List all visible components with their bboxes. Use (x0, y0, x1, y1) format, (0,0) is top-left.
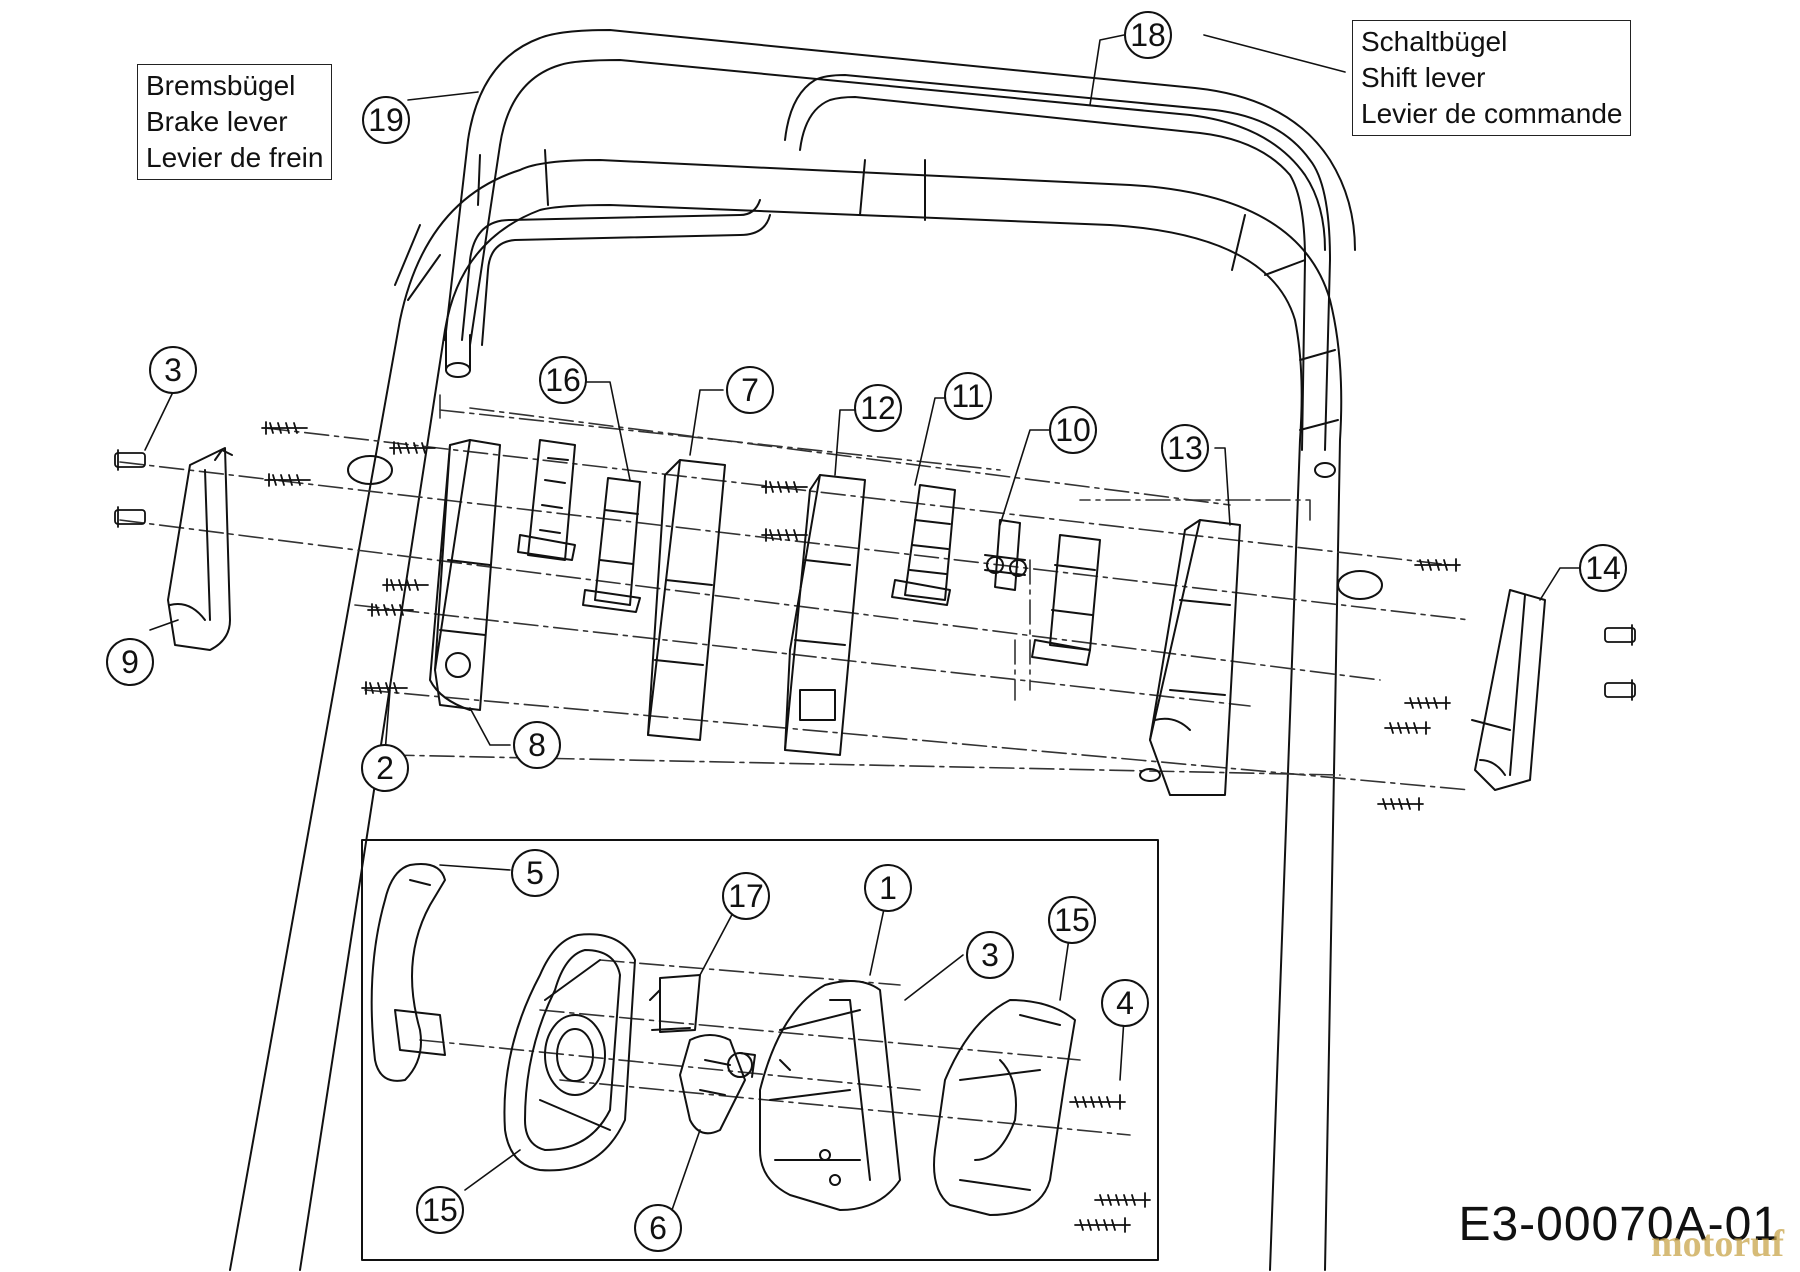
screw-4-b (1094, 1192, 1151, 1208)
callout-15-right: 15 (1054, 902, 1090, 938)
callout-14: 14 (1585, 550, 1621, 586)
brake-lever (444, 29, 1356, 378)
part-17-cable (649, 974, 701, 1033)
brake-legend-french: Levier de frein (146, 142, 324, 173)
pin-right-a (1604, 624, 1636, 646)
screw-2-mid-b (367, 603, 414, 617)
part-11-gear-slider (891, 484, 956, 606)
part-6-shift-mechanism (679, 1034, 756, 1135)
shift-legend-german: Schaltbügel (1361, 26, 1508, 57)
callout-6: 6 (649, 1210, 667, 1246)
pin-3-a (114, 449, 146, 471)
part-1-housing-main (759, 980, 901, 1211)
screw-2-upper-a (261, 421, 308, 435)
callout-7: 7 (741, 372, 759, 408)
screw-2-lower (361, 681, 408, 695)
part-16-block (582, 477, 641, 613)
shift-legend-french: Levier de commande (1361, 98, 1623, 129)
callout-12: 12 (860, 390, 896, 426)
part-7-cover (647, 459, 726, 741)
callout-16: 16 (545, 362, 581, 398)
callout-11: 11 (951, 378, 984, 414)
brake-legend-german: Bremsbügel (146, 70, 296, 101)
brake-lever-legend: Bremsbügel Brake lever Levier de frein (137, 64, 333, 180)
screws (114, 421, 1636, 1233)
part-5-shift-handle (370, 863, 446, 1082)
callout-18: 18 (1130, 17, 1166, 53)
assembly-lines (119, 394, 1471, 1136)
part-13-housing-right (1139, 519, 1241, 796)
screw-2-mid-a (382, 578, 429, 592)
callout-8: 8 (528, 727, 546, 763)
callout-numbers: 19 18 3 9 16 7 12 11 10 13 14 2 8 5 17 1… (121, 17, 1621, 1246)
part-10-gear (984, 519, 1027, 591)
pin-3-b (114, 506, 146, 528)
callout-5: 5 (526, 855, 544, 891)
callout-19: 19 (368, 102, 404, 138)
shift-legend-english: Shift lever (1361, 62, 1486, 93)
callout-2: 2 (376, 750, 394, 786)
screw-12-b (761, 528, 808, 542)
screw-2-upper-c (264, 473, 311, 487)
callout-13: 13 (1167, 430, 1203, 466)
callout-circles (106, 11, 1627, 1252)
drawing-code: E3-00070A-01 (1458, 1198, 1780, 1251)
watermark: motoruf (1651, 1223, 1784, 1265)
screw-right-d (1377, 797, 1424, 811)
shift-lever-legend: Schaltbügel Shift lever Levier de comman… (1352, 20, 1632, 136)
part-12-housing (784, 474, 866, 756)
screw-2-upper-b (389, 441, 436, 455)
pin-right-b (1604, 679, 1636, 701)
part-9-end-cap-left (167, 447, 233, 651)
screw-right-c (1384, 721, 1431, 735)
part-15-cover-left (503, 933, 636, 1172)
callout-3-upper: 3 (164, 352, 182, 388)
callout-3-lower: 3 (981, 937, 999, 973)
callout-15-left: 15 (422, 1192, 458, 1228)
callout-9: 9 (121, 644, 139, 680)
brake-legend-english: Brake lever (146, 106, 288, 137)
callout-1: 1 (879, 870, 897, 906)
screw-right-a (1414, 558, 1461, 572)
screw-12-a (761, 480, 808, 494)
screw-4-a (1069, 1094, 1126, 1110)
part-10-slider (1031, 534, 1101, 666)
shift-lever (461, 74, 1336, 478)
part-8-housing-left (429, 439, 501, 711)
callout-17: 17 (728, 878, 764, 914)
inset-frame (361, 839, 1159, 1261)
callout-4: 4 (1116, 985, 1134, 1021)
screw-right-b (1404, 696, 1451, 710)
part-15-cover-right (933, 999, 1076, 1216)
leader-lines (144, 34, 1581, 1251)
callout-10: 10 (1055, 412, 1091, 448)
main-handlebar (229, 149, 1383, 1271)
screw-4-c (1074, 1217, 1131, 1233)
part-14-end-cap-right (1471, 589, 1546, 791)
part-16-slider (517, 439, 576, 561)
